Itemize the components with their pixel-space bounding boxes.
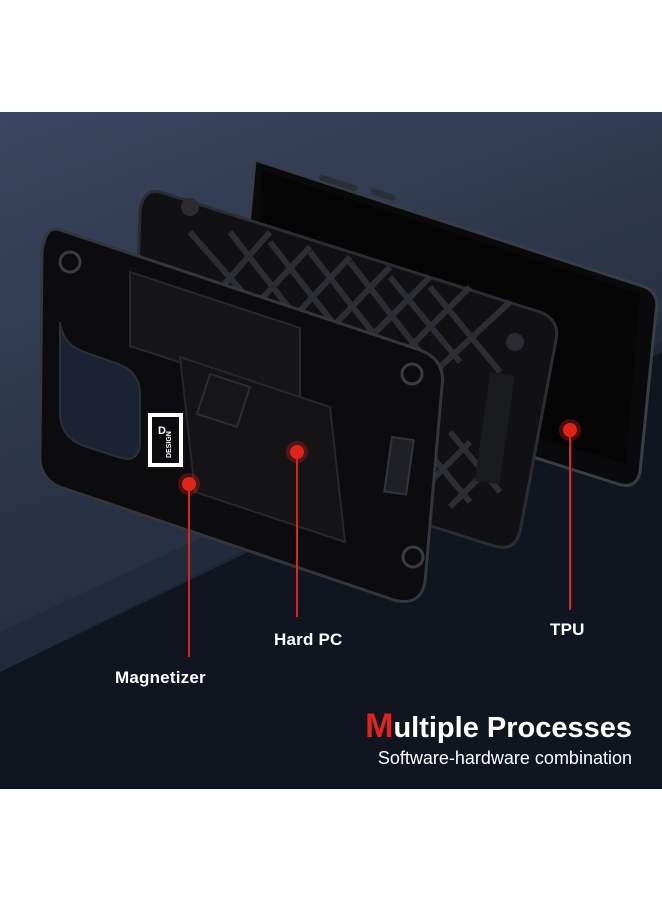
callouts [178,419,581,657]
subline: Software-hardware combination [377,748,632,768]
brand-logo: DESIGN D [146,411,185,469]
tpu-dot [563,423,577,437]
phone-case-illustration: DESIGN D [0,157,662,789]
hard-pc-label: Hard PC [274,630,343,649]
headline-first-letter: M [365,707,394,745]
tpu-label: TPU [550,620,585,639]
headline: Multiple Processes [365,707,632,746]
headline-rest: ultiple Processes [393,712,632,744]
product-photo: DESIGN D Hard PC TPU Magnetizer Multiple… [0,112,662,789]
magnetizer-dot [182,477,196,491]
svg-text:D: D [158,425,166,437]
button-slot [383,435,415,496]
hard-pc-case [38,227,445,603]
kickstand-square [195,372,252,429]
camera-cutout [59,321,141,460]
magnetizer-label: Magnetizer [115,668,206,687]
logo-text: DESIGN [166,431,173,458]
hard-pc-dot [290,445,304,459]
